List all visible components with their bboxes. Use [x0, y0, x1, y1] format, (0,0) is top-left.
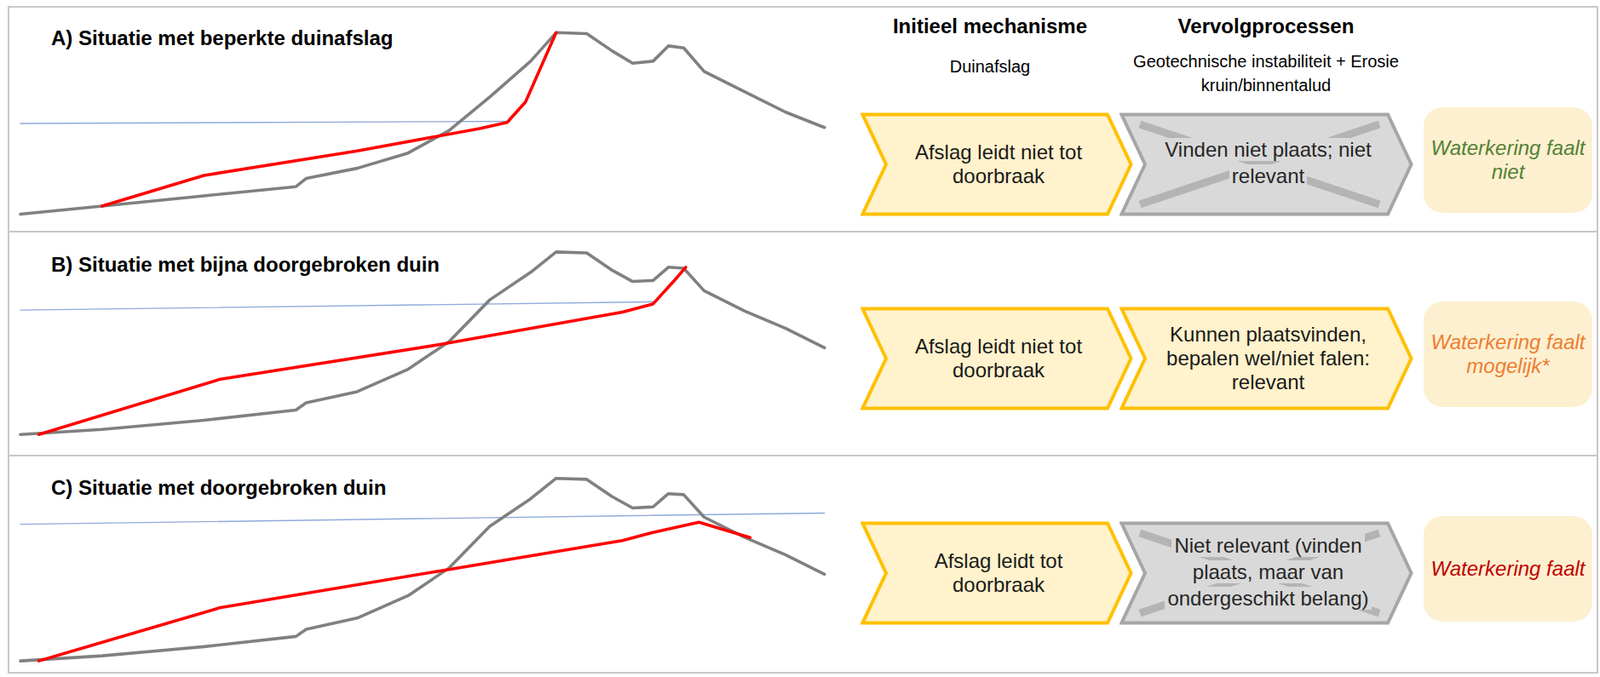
initial-profile	[20, 252, 825, 435]
result-text: Waterkering faalt	[1431, 557, 1586, 582]
result-text: Waterkering faalt mogelijk*	[1430, 330, 1586, 379]
cross-mark	[1139, 533, 1380, 614]
step-chevron: Afslag leidt niet tot doorbraak	[860, 112, 1134, 217]
step-text: Afslag leidt niet tot doorbraak	[894, 140, 1103, 189]
erosion-profile	[102, 32, 557, 207]
result-text: Waterkering faalt niet	[1430, 136, 1586, 185]
step-text: Kunnen plaatsvinden, bepalen wel/niet fa…	[1153, 322, 1383, 395]
initial-profile	[20, 478, 825, 662]
result-box: Waterkering faalt niet	[1423, 107, 1593, 213]
step-chevron: Afslag leidt niet tot doorbraak	[860, 306, 1134, 411]
column-header: Initieel mechanisme	[862, 13, 1118, 39]
result-box: Waterkering faalt mogelijk*	[1423, 301, 1593, 408]
chevron-shape	[1122, 115, 1412, 215]
row-title: A) Situatie met beperkte duinafslag	[51, 25, 648, 51]
step-text: Vinden niet plaats; niet relevant	[1162, 138, 1374, 188]
column-header: Duinafslag	[862, 56, 1118, 77]
chevron-shape	[863, 309, 1132, 409]
step-chevron: Kunnen plaatsvinden, bepalen wel/niet fa…	[1119, 306, 1414, 411]
step-text: Afslag leidt tot doorbraak	[894, 549, 1103, 598]
step-text: Niet relevant (vinden plaats, maar van o…	[1164, 534, 1371, 611]
row-separator	[8, 230, 1598, 233]
chevron-shape	[863, 115, 1132, 215]
chevron-shape	[1122, 523, 1412, 624]
result-box: Waterkering faalt	[1423, 516, 1593, 622]
crossed-step-chevron: Niet relevant (vinden plaats, maar van o…	[1119, 521, 1414, 626]
chevron-shape	[863, 523, 1132, 624]
column-header: Geotechnische instabiliteit + Erosie kru…	[1121, 49, 1411, 98]
cross-mark	[1139, 124, 1380, 205]
crossed-step-chevron: Vinden niet plaats; niet relevant	[1119, 112, 1414, 217]
chevron-shape	[1122, 309, 1412, 409]
initial-profile	[20, 32, 825, 214]
water-level	[20, 302, 654, 311]
column-header: Vervolgprocessen	[1121, 13, 1411, 39]
step-chevron: Afslag leidt tot doorbraak	[860, 521, 1134, 626]
row-title: B) Situatie met bijna doorgebroken duin	[51, 252, 648, 277]
frame	[8, 6, 1598, 674]
water-level	[20, 121, 511, 124]
erosion-profile	[39, 267, 686, 435]
cross-mark	[1139, 124, 1380, 205]
cross-mark	[1139, 533, 1380, 614]
step-text: Afslag leidt niet tot doorbraak	[894, 334, 1103, 383]
row-title: C) Situatie met doorgebroken duin	[51, 475, 648, 501]
row-separator	[8, 454, 1598, 457]
erosion-profile	[39, 522, 751, 662]
